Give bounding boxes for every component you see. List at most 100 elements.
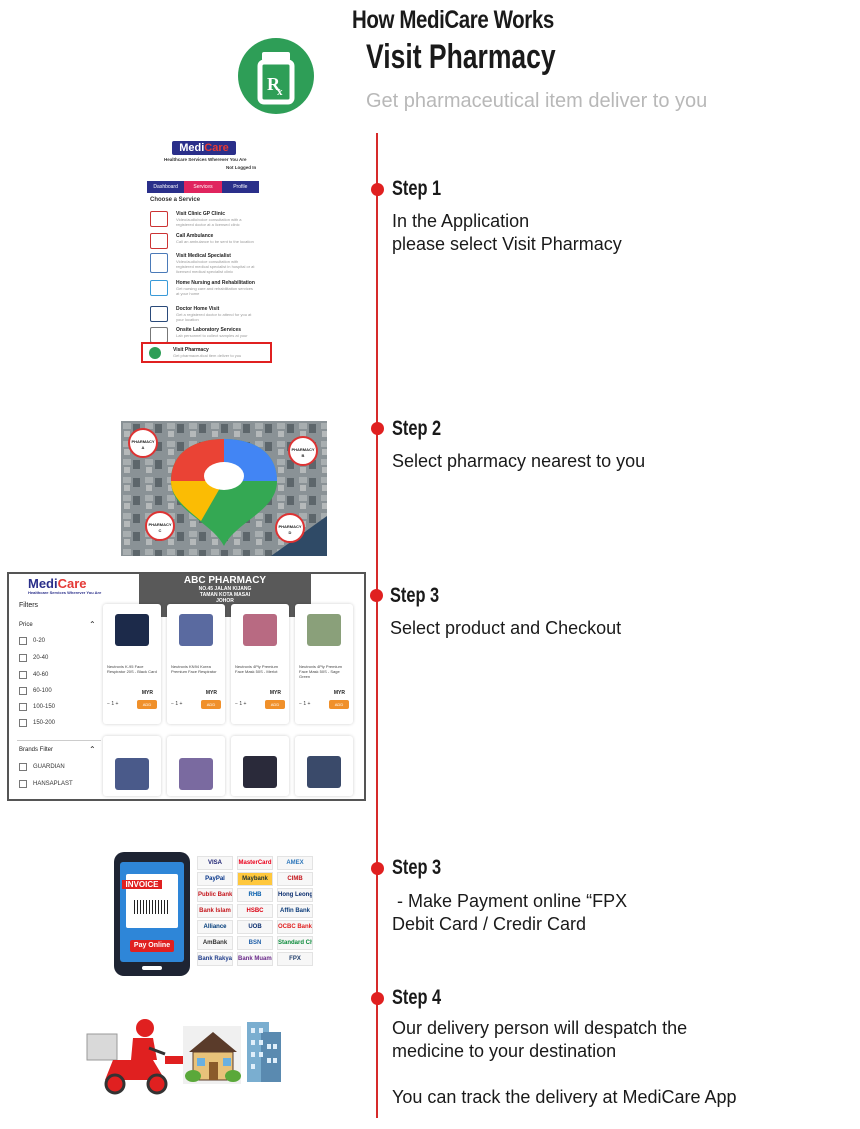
step-3-text: Select product and Checkout — [390, 617, 621, 640]
add-to-cart-button[interactable]: ADD — [329, 700, 349, 709]
brand-option[interactable]: GUARDIAN — [19, 763, 65, 771]
product-image — [307, 614, 341, 646]
payment-logo: HSBC — [237, 904, 273, 918]
step-3-dot — [370, 589, 383, 602]
step-2-label: Step 2 — [392, 417, 442, 440]
add-to-cart-button[interactable]: ADD — [201, 700, 221, 709]
step-1-line: please select Visit Pharmacy — [392, 234, 622, 254]
store-name: ABC PHARMACY — [183, 575, 267, 586]
product-card[interactable]: Neutrovis KN94 Korea Premium Face Respir… — [167, 604, 225, 724]
rx-icon: R x — [220, 30, 332, 122]
product-card[interactable]: Neutrovis 4Ply Premium Face Mask 50S - S… — [295, 604, 353, 724]
payment-logo: Standard Chartered — [277, 936, 313, 950]
pharmacy-c-marker[interactable]: PHARMACY C — [145, 511, 175, 541]
step-2-line: Select pharmacy nearest to you — [392, 451, 646, 471]
product-image — [115, 614, 149, 646]
step-3b-label: Step 3 — [392, 856, 442, 879]
payment-logo: PayPal — [197, 872, 233, 886]
step-1-label: Step 1 — [392, 177, 442, 200]
shop-logo: MediCare — [28, 576, 87, 591]
tab-dashboard[interactable]: Dashboard — [147, 181, 185, 193]
payment-logo: Hong Leong — [277, 888, 313, 902]
quantity-stepper[interactable]: − 1 + — [171, 701, 183, 707]
brand-option[interactable]: HANSAPLAST — [19, 780, 73, 788]
product-card[interactable]: Neutrovis K-95 Face Respirator 20S - Bla… — [103, 604, 161, 724]
step-3-label: Step 3 — [390, 584, 440, 607]
tab-services[interactable]: Services — [184, 181, 222, 193]
step-4-line: Our delivery person will despatch the — [392, 1018, 688, 1038]
product-name: Neutrovis 4Ply Premium Face Mask 50S - S… — [299, 664, 342, 679]
payment-logo: CIMB — [277, 872, 313, 886]
chevron-up-icon[interactable]: ⌃ — [89, 745, 96, 754]
checkbox[interactable] — [19, 637, 27, 645]
product-card[interactable] — [103, 736, 161, 796]
step-1-dot — [371, 183, 384, 196]
medicare-logo: MediCare — [172, 141, 236, 155]
product-card[interactable] — [295, 736, 353, 796]
checkbox[interactable] — [19, 780, 27, 788]
price-option[interactable]: 150-200 — [19, 719, 55, 727]
pay-online-button[interactable]: Pay Online — [130, 940, 174, 952]
price-option[interactable]: 100-150 — [19, 703, 55, 711]
quantity-stepper[interactable]: − 1 + — [235, 701, 247, 707]
payment-logo: MasterCard — [237, 856, 273, 870]
doctor-icon — [150, 306, 168, 322]
quantity-stepper[interactable]: − 1 + — [299, 701, 311, 707]
pharmacy-map[interactable]: PHARMACY A PHARMACY B PHARMACY C PHARMAC… — [121, 421, 327, 556]
store-address: TAMAN KOTA MASAI — [199, 592, 251, 598]
payment-logo: AMEX — [277, 856, 313, 870]
payment-logo: FPX — [277, 952, 313, 966]
payment-logo: OCBC Bank — [277, 920, 313, 934]
payment-logo: Bank Islam — [197, 904, 233, 918]
pharmacy-a-marker[interactable]: PHARMACY A — [128, 428, 158, 458]
step-4-line: medicine to your destination — [392, 1041, 617, 1061]
service-title-text: Call Ambulance — [176, 233, 214, 239]
pharmacy-b-marker[interactable]: PHARMACY B — [288, 436, 318, 466]
add-to-cart-button[interactable]: ADD — [137, 700, 157, 709]
svg-text:x: x — [277, 86, 283, 98]
checkbox[interactable] — [19, 763, 27, 771]
checkbox[interactable] — [19, 671, 27, 679]
add-to-cart-button[interactable]: ADD — [265, 700, 285, 709]
ambulance-icon — [150, 233, 168, 249]
price-option[interactable]: 40-60 — [19, 671, 48, 679]
quantity-stepper[interactable]: − 1 + — [107, 701, 119, 707]
clinic-icon — [150, 211, 168, 227]
checkbox[interactable] — [19, 719, 27, 727]
step-1-text: In the Application please select Visit P… — [392, 210, 622, 256]
phone-home-bar — [142, 966, 162, 970]
service-title-text: Visit Clinic GP Clinic — [176, 211, 225, 217]
checkbox[interactable] — [19, 703, 27, 711]
store-address: NO.45 JALAN KIJANG — [198, 586, 252, 592]
service-title-text: Onsite Laboratory Services — [176, 327, 242, 333]
payment-logo: VISA — [197, 856, 233, 870]
checkbox[interactable] — [19, 687, 27, 695]
payment-logo: BSN — [237, 936, 273, 950]
price-option[interactable]: 60-100 — [19, 687, 52, 695]
product-card[interactable]: Neutrovis 4Ply Premium Face Mask 50S - M… — [231, 604, 289, 724]
checkbox[interactable] — [19, 654, 27, 662]
price-option[interactable]: 20-40 — [19, 654, 48, 662]
building-icon — [247, 1022, 281, 1082]
step-4-line — [392, 1063, 737, 1086]
price-option[interactable]: 0-20 — [19, 637, 45, 645]
service-desc: Get nursing care and rehabilitation serv… — [176, 286, 253, 296]
product-card[interactable] — [231, 736, 289, 796]
service-tagline: Get pharmaceutical item deliver to you — [366, 90, 708, 112]
chevron-up-icon[interactable]: ⌃ — [89, 620, 96, 629]
step-1-line: In the Application — [392, 211, 530, 231]
pharmacy-d-marker[interactable]: PHARMACY D — [275, 513, 305, 543]
price-filter-title: Price — [19, 622, 33, 628]
service-desc: Video/audio/voice consultation with a re… — [176, 217, 242, 227]
product-card[interactable] — [167, 736, 225, 796]
app-screenshot: MediCare Healthcare Services Wherever Yo… — [130, 135, 278, 370]
tab-profile[interactable]: Profile — [221, 181, 259, 193]
nursing-icon — [150, 280, 168, 296]
